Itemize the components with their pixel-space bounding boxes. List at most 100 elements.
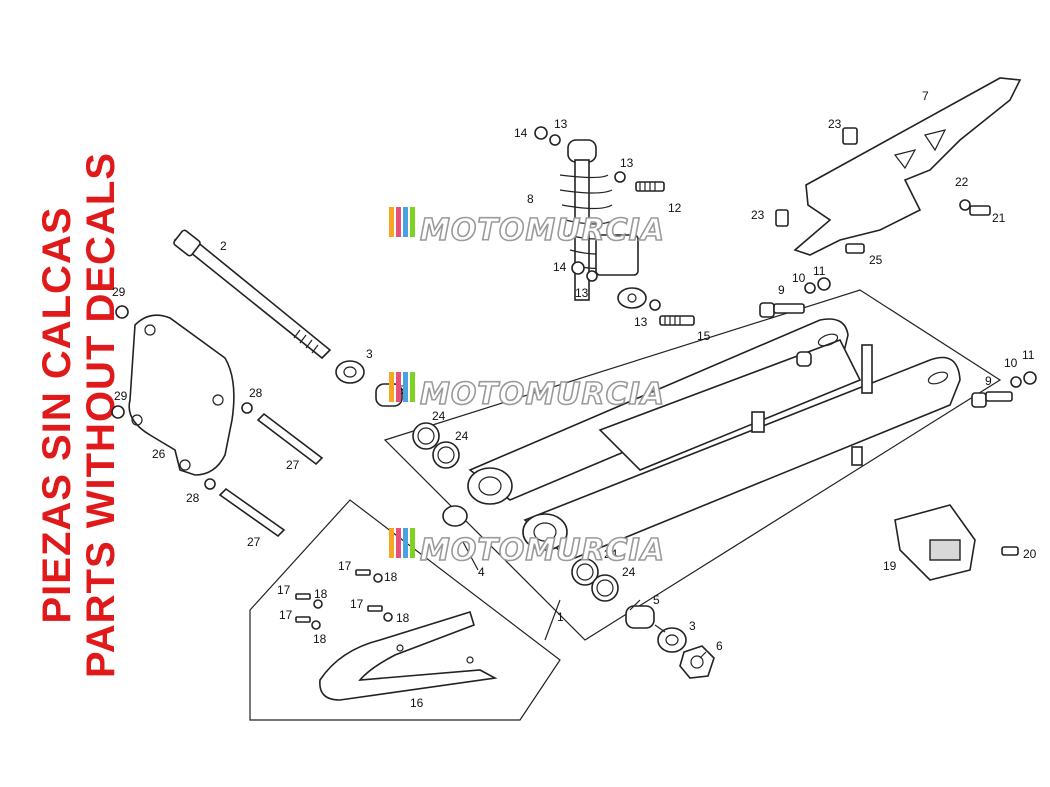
- washer-28-bottom: [204, 478, 216, 490]
- washer-3-right: [657, 627, 687, 653]
- nut-14-top: [534, 126, 548, 140]
- callout-15: 15: [697, 329, 711, 343]
- screw-17-c: [367, 605, 383, 612]
- swingarm-group-outline: [383, 289, 1002, 641]
- nut-14-lower: [571, 261, 585, 275]
- bearing-24-a: [412, 422, 440, 450]
- screw-20: [1001, 546, 1019, 556]
- callout-23-bottom: 23: [751, 208, 765, 222]
- watermark-text-middle: MOTOMURCIA: [420, 377, 665, 412]
- callout-22: 22: [955, 175, 969, 189]
- callout-24-d: 24: [622, 565, 636, 579]
- washer-18-b: [313, 599, 323, 609]
- clip-23-top: [842, 127, 858, 145]
- chain-guide-group-outline: [249, 499, 561, 721]
- callout-5-right: 5: [653, 593, 660, 607]
- callout-9-right: 9: [985, 374, 992, 388]
- callout-19: 19: [883, 559, 897, 573]
- callout-24-b: 24: [455, 429, 469, 443]
- washer-13-right: [614, 171, 626, 183]
- callout-10-left: 10: [792, 271, 806, 285]
- bearing-24-b: [432, 441, 460, 469]
- callout-3-right: 3: [689, 619, 696, 633]
- callout-28-upper: 28: [249, 386, 263, 400]
- bearing-24-c: [571, 558, 599, 586]
- callout-12: 12: [668, 201, 682, 215]
- callout-18-a: 18: [384, 570, 398, 584]
- callout-16: 16: [410, 696, 424, 710]
- watermark-middle: MOTOMURCIA: [389, 372, 665, 413]
- washer-18-a: [373, 573, 383, 583]
- callout-17-c: 17: [350, 597, 364, 611]
- chain-slider: [319, 610, 498, 701]
- nut-29-top: [115, 305, 129, 319]
- callout-11-left: 11: [813, 264, 826, 278]
- callout-4: 4: [478, 565, 485, 579]
- callout-29-bottom: 29: [114, 389, 128, 403]
- screw-17-b: [295, 593, 311, 600]
- callout-25: 25: [869, 253, 883, 267]
- callout-1: 1: [557, 610, 564, 624]
- callout-14-lower: 14: [553, 260, 567, 274]
- washer-28-top: [241, 402, 253, 414]
- spacer-5-right: [625, 605, 655, 629]
- callout-5-left: 5: [398, 383, 405, 397]
- callout-17-b: 17: [277, 583, 291, 597]
- clip-23-bottom: [775, 209, 789, 227]
- watermark-top: MOTOMURCIA: [389, 207, 665, 249]
- callout-13-right: 13: [620, 156, 634, 170]
- callout-27-lower: 27: [247, 535, 261, 549]
- watermark-text-bottom: MOTOMURCIA: [420, 533, 665, 568]
- callout-24-c: 24: [604, 547, 618, 561]
- washer-22: [959, 199, 971, 211]
- washer-18-d: [311, 620, 321, 630]
- watermark-text-top: MOTOMURCIA: [420, 213, 665, 248]
- callout-18-c: 18: [396, 611, 410, 625]
- callout-26: 26: [152, 447, 166, 461]
- callout-17-a: 17: [338, 559, 352, 573]
- shock-upper-bolt: [635, 181, 665, 192]
- nut-11-left: [817, 277, 831, 291]
- callout-11-right: 11: [1022, 348, 1035, 362]
- nut-6: [679, 645, 715, 679]
- washer-3-left: [335, 360, 365, 384]
- callout-13-lower: 13: [575, 286, 589, 300]
- washer-13-lower-right: [649, 299, 661, 311]
- callout-13-top: 13: [554, 117, 568, 131]
- chain-guard: [793, 77, 1022, 256]
- callout-24-a: 24: [432, 409, 446, 423]
- pivot-shaft: [173, 229, 332, 360]
- bolt-27-upper: [256, 412, 324, 466]
- callout-17-d: 17: [279, 608, 293, 622]
- callout-18-d: 18: [313, 632, 327, 646]
- chain-slider-block: [894, 504, 976, 581]
- bolt-27-lower: [218, 487, 286, 538]
- tensioner-bolt-9-left: [759, 302, 805, 318]
- callout-23-top: 23: [828, 117, 842, 131]
- shock-bracket: [128, 314, 235, 476]
- nut-11-right: [1023, 371, 1037, 385]
- callout-6: 6: [716, 639, 723, 653]
- callout-13-bottom: 13: [634, 315, 648, 329]
- spacer-4: [442, 505, 468, 527]
- nut-29-bottom: [111, 405, 125, 419]
- watermark-bottom: MOTOMURCIA: [389, 528, 665, 569]
- callout-8: 8: [527, 192, 534, 206]
- washer-10-right: [1010, 376, 1022, 388]
- callout-20: 20: [1023, 547, 1037, 561]
- swingarm: [467, 318, 961, 561]
- bearing-24-d: [591, 574, 619, 602]
- callout-2: 2: [220, 239, 227, 253]
- washer-13-lower: [586, 270, 598, 282]
- screw-25: [845, 243, 865, 254]
- washer-18-c: [383, 612, 393, 622]
- screw-17-a: [355, 569, 371, 576]
- tensioner-bolt-9-right: [971, 391, 1013, 408]
- callout-7: 7: [922, 89, 929, 103]
- washer-10-left: [804, 282, 816, 294]
- callout-9-left: 9: [778, 283, 785, 297]
- callout-28-lower: 28: [186, 491, 200, 505]
- callout-14-top: 14: [514, 126, 528, 140]
- washer-13-top: [549, 134, 561, 146]
